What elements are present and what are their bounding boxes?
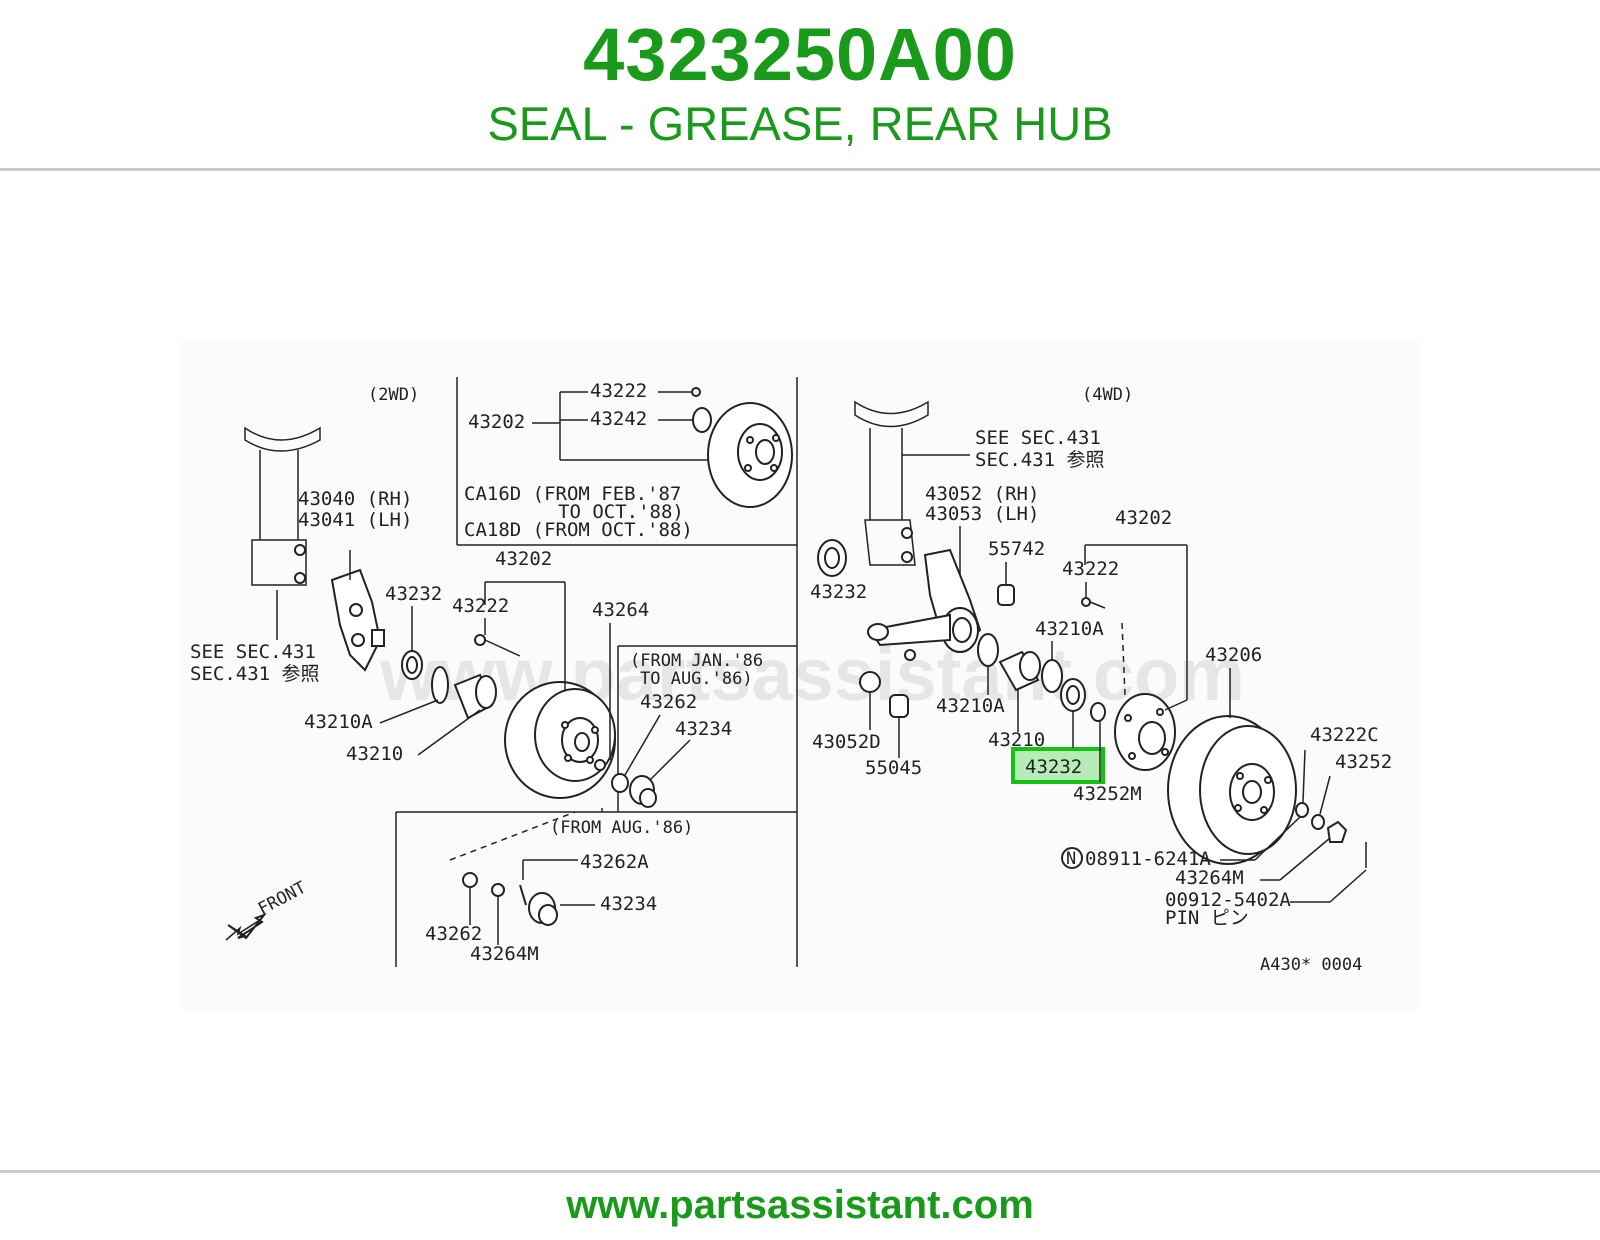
label-43252m: 43252M: [1073, 783, 1142, 805]
bushing-55045: [889, 694, 909, 718]
strut-2wd: [244, 426, 321, 586]
label-43052d: 43052D: [812, 731, 881, 753]
snap-ring-43210a-right-b: [1041, 659, 1063, 693]
note-see-sec-right-1: SEE SEC.431: [975, 427, 1101, 449]
frame-lines: [395, 377, 798, 967]
note-see-sec-left-1: SEE SEC.431: [190, 641, 316, 663]
snap-ring-43210a: [431, 666, 449, 704]
footer-divider: [0, 1170, 1600, 1173]
footer-site-url[interactable]: www.partsassistant.com: [566, 1183, 1034, 1227]
note-from-aug: (FROM AUG.'86): [550, 818, 693, 838]
label-43234-left: 43234: [675, 718, 732, 740]
hub-43202-4wd: [1114, 693, 1176, 771]
watermark: www.partsassistant.com: [379, 633, 1245, 716]
cap-43234-aug: [528, 892, 558, 926]
ring-43252m: [1090, 702, 1106, 722]
label-43202-left: 43202: [495, 548, 552, 570]
hub-bolt-inset: [691, 387, 701, 397]
pin-43262a: [519, 884, 527, 906]
note-see-sec-right-2: SEC.431 参照: [975, 449, 1105, 471]
note-from-jan-2: TO AUG.'86): [640, 669, 753, 689]
label-43262a: 43262A: [580, 851, 649, 873]
seal-43232-4wd-upper: [817, 539, 847, 577]
variant-4wd-label: (4WD): [1082, 385, 1133, 405]
label-43040: 43040 (RH): [298, 488, 412, 510]
label-43264-left: 43264: [592, 599, 649, 621]
n-marker-icon: [1061, 847, 1083, 869]
note-see-sec-left-2: SEC.431 参照: [190, 663, 320, 685]
label-55045: 55045: [865, 757, 922, 779]
nut-43264m-aug: [491, 883, 505, 897]
label-43210a-right-b: 43210A: [936, 695, 1005, 717]
label-43264m-left: 43264M: [470, 943, 539, 965]
brake-drum-43206: [1167, 715, 1297, 865]
note-ca16d-2: TO OCT.'88): [558, 501, 684, 523]
washer-43222c: [1295, 802, 1309, 818]
label-43222c: 43222C: [1310, 724, 1379, 746]
label-43202-inset: 43202: [468, 411, 525, 433]
label-43041: 43041 (LH): [298, 509, 412, 531]
bearing-43210-2wd: [453, 673, 497, 720]
bushing-55742: [997, 584, 1015, 606]
label-43053: 43053 (LH): [925, 503, 1039, 525]
brake-drum-43202-2wd: [504, 681, 616, 799]
label-43210-left: 43210: [346, 743, 403, 765]
cap-43234: [629, 775, 657, 808]
washer-43262-aug: [462, 872, 478, 888]
highlight-43232-box[interactable]: [1011, 747, 1105, 784]
label-08911: 08911-6241A: [1085, 848, 1211, 870]
variant-2wd-label: (2WD): [368, 385, 419, 405]
label-43210a-right-a: 43210A: [1035, 618, 1104, 640]
hub-bolt-43222-right: [1081, 597, 1091, 607]
label-43222-left: 43222: [452, 595, 509, 617]
note-pin: PIN ピン: [1165, 907, 1249, 929]
hub-bolt-43222-left: [474, 634, 521, 657]
label-43232-left: 43232: [385, 583, 442, 605]
nut-43264: [594, 759, 606, 771]
part-description: SEAL - GREASE, REAR HUB: [487, 97, 1113, 150]
strut-4wd: [854, 400, 929, 566]
n-marker-label: N: [1066, 849, 1076, 869]
knuckle-2wd: [330, 568, 385, 672]
label-43210-right: 43210: [988, 729, 1045, 751]
label-43210a-left: 43210A: [304, 711, 373, 733]
label-55742: 55742: [988, 538, 1045, 560]
washer-43262: [611, 773, 629, 793]
label-43222-right: 43222: [1062, 558, 1119, 580]
label-43262-left: 43262: [640, 691, 697, 713]
seal-43232-4wd-highlighted: [1060, 678, 1086, 712]
hub-disc-inset: [707, 402, 793, 508]
bearing-43210-4wd: [998, 650, 1041, 692]
figure-code: A430* 0004: [1260, 955, 1362, 975]
label-43262-aug: 43262: [425, 923, 482, 945]
snap-ring-43210a-right: [977, 633, 999, 667]
note-from-jan-1: (FROM JAN.'86: [630, 651, 763, 671]
label-43242-inset: 43242: [590, 408, 647, 430]
washer-43252: [1311, 814, 1325, 830]
front-label: FRONT: [255, 878, 310, 920]
page-header: 4323250A00 SEAL - GREASE, REAR HUB: [0, 0, 1600, 170]
label-43052: 43052 (RH): [925, 483, 1039, 505]
parts-diagram: www.partsassistant.com (2WD) 43040 (RH) …: [180, 340, 1420, 1010]
nut-43264m-right: [1326, 820, 1348, 843]
part-number-title: 4323250A00: [583, 13, 1017, 96]
label-43222-inset: 43222: [590, 380, 647, 402]
bushing-43052d: [859, 671, 881, 693]
seal-43232-2wd: [401, 650, 423, 680]
note-ca18d: CA18D (FROM OCT.'88): [464, 519, 693, 541]
label-43234-aug: 43234: [600, 893, 657, 915]
label-43252: 43252: [1335, 751, 1392, 773]
label-43264m-right: 43264M: [1175, 867, 1244, 889]
knuckle-4wd: [867, 548, 982, 661]
seal-43242-inset: [692, 407, 712, 433]
parts-diagram-svg: www.partsassistant.com (2WD) 43040 (RH) …: [190, 377, 1392, 975]
label-43232-highlighted[interactable]: 43232: [1025, 756, 1082, 778]
label-43206: 43206: [1205, 644, 1262, 666]
note-ca16d-1: CA16D (FROM FEB.'87: [464, 483, 681, 505]
label-43232-right-upper: 43232: [810, 581, 867, 603]
label-43202-right: 43202: [1115, 507, 1172, 529]
front-arrow-icon: [225, 912, 267, 941]
header-divider: [0, 168, 1600, 171]
label-00912: 00912-5402A: [1165, 889, 1291, 911]
